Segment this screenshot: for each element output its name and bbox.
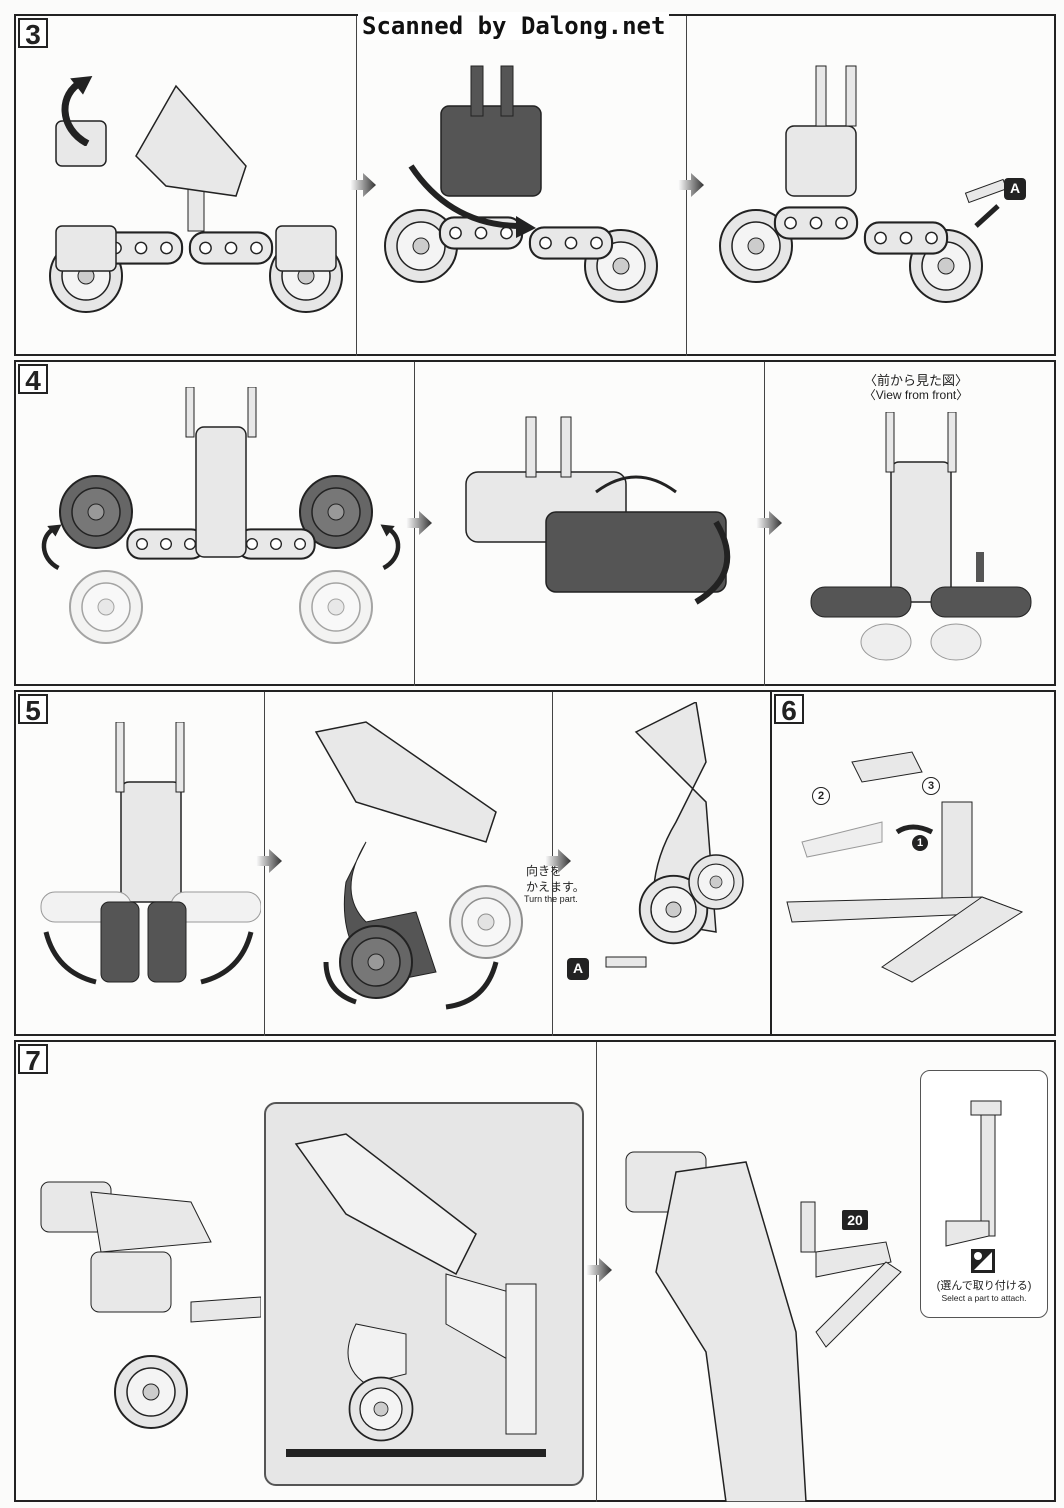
next-arrow-icon — [406, 511, 432, 535]
step-6-panel: 6 1 2 3 — [770, 690, 1056, 1036]
option-callout: (選んで取り付ける) Select a part to attach. — [920, 1070, 1048, 1318]
next-arrow-icon — [350, 173, 376, 197]
next-arrow-icon — [586, 1258, 612, 1282]
select-note-jp: (選んで取り付ける) — [936, 1280, 1032, 1292]
illustration-alt-arm — [945, 1100, 1002, 1247]
view-note-jp: 〈前から見た図〉 — [863, 373, 968, 388]
turn-note-jp-1: 向きを — [526, 864, 563, 878]
step-number: 3 — [18, 18, 48, 50]
illustration-bike-side — [49, 66, 343, 313]
view-note-en: 〈View from front〉 — [863, 388, 969, 402]
next-arrow-icon — [545, 849, 571, 873]
illustration-display-stand — [786, 751, 1024, 983]
illustration-turned-part — [605, 702, 744, 968]
step-7-panel: 7 20 (選んで取り付ける) Select a — [14, 1040, 1056, 1502]
next-arrow-icon — [256, 849, 282, 873]
next-arrow-icon — [756, 511, 782, 535]
illustration-side-fold — [314, 721, 523, 1010]
illustration-rotate-wheels — [465, 416, 731, 605]
order-3: 3 — [922, 777, 940, 795]
step-number: 4 — [18, 364, 48, 396]
illustration-attach-arm — [625, 1151, 902, 1502]
illustration-fold-wheels — [40, 722, 261, 985]
part-label-a: A — [1004, 178, 1026, 200]
part-number-20: 20 — [842, 1210, 868, 1230]
illustration-bike-rotate — [384, 65, 658, 303]
illustration-front-view — [810, 412, 1032, 661]
select-option-icon — [971, 1249, 995, 1273]
illustration-attach-stand — [40, 1181, 261, 1429]
illustration-front-unfold — [36, 387, 406, 644]
turn-note-en: Turn the part. — [524, 894, 578, 904]
step-5-panel: 5 向きを かえます。 Turn the part. A — [14, 690, 772, 1036]
completed-view-inset — [264, 1102, 584, 1486]
select-note-en: Select a part to attach. — [941, 1293, 1027, 1303]
step-number: 6 — [774, 694, 804, 726]
step-number: 5 — [18, 694, 48, 726]
next-arrow-icon — [678, 173, 704, 197]
part-label-a: A — [567, 958, 589, 980]
watermark: Scanned by Dalong.net — [358, 12, 670, 40]
illustration-mounted-on-stand — [286, 1133, 546, 1457]
step-3-panel: 3 A — [14, 14, 1056, 356]
order-1: 1 — [912, 835, 928, 851]
illustration-bike-complete — [719, 65, 1008, 303]
step-number: 7 — [18, 1044, 48, 1076]
step-4-panel: 4 〈前から見た図〉 〈View from front〉 — [14, 360, 1056, 686]
turn-note-jp-2: かえます。 — [526, 880, 585, 894]
order-2: 2 — [812, 787, 830, 805]
